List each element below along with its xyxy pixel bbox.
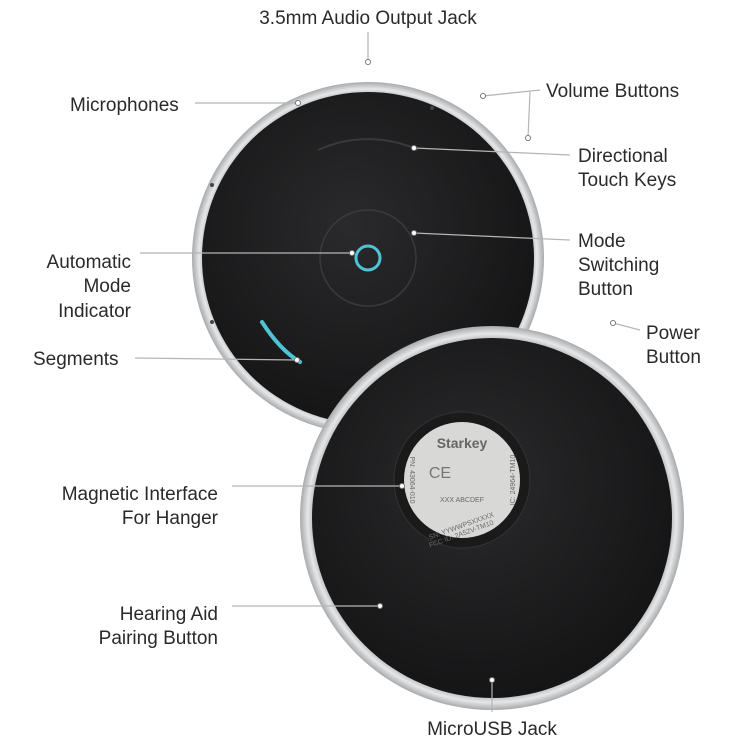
mode-indicator-ring	[354, 244, 382, 272]
label-microusb: MicroUSB Jack	[427, 719, 557, 740]
directional-touch-key-arc	[317, 138, 419, 151]
brand-logo-text: Starkey	[437, 435, 488, 451]
label-segments: Segments	[33, 349, 119, 370]
bottom-device: Starkey CE XXX ABCDEF SN: YYWWPSXXXXX FC…	[300, 326, 684, 710]
label-pairing-1: Hearing Aid	[120, 604, 218, 625]
label-mode-switch-3: Button	[578, 279, 633, 300]
label-audio-jack: 3.5mm Audio Output Jack	[259, 8, 477, 29]
label-volume-buttons: Volume Buttons	[546, 81, 679, 102]
label-power-1: Power	[646, 323, 701, 344]
label-auto-mode-3: Indicator	[58, 301, 132, 322]
ce-mark: CE	[429, 465, 451, 482]
ic-text: IC: 24964-TM10	[510, 455, 517, 506]
label-pairing-2: Pairing Button	[99, 628, 218, 649]
label-magnetic-1: Magnetic Interface	[62, 484, 218, 505]
mode-switching-ring	[319, 209, 417, 307]
marking-text: XXX ABCDEF	[440, 497, 484, 504]
label-mode-switch-2: Switching	[578, 255, 659, 276]
label-power-2: Button	[646, 347, 701, 368]
label-magnetic-2: For Hanger	[122, 508, 219, 529]
label-plate	[404, 422, 520, 538]
label-directional-1: Directional	[578, 146, 668, 167]
label-auto-mode-1: Automatic	[47, 252, 131, 273]
label-auto-mode-2: Mode	[83, 276, 131, 297]
leader-lines	[134, 32, 641, 712]
label-microphones: Microphones	[70, 95, 179, 116]
label-mode-switch-1: Mode	[578, 231, 626, 252]
pn-text: PN: 43064-010	[408, 456, 415, 503]
label-directional-2: Touch Keys	[578, 170, 676, 191]
